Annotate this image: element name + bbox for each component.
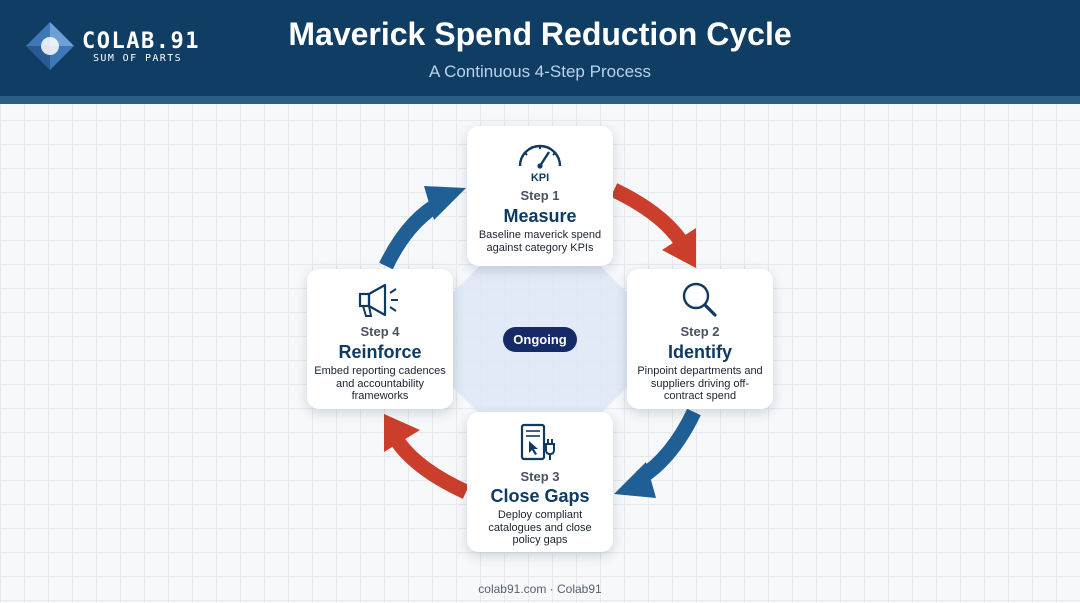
catalogue-plug-icon: [467, 422, 613, 462]
megaphone-icon: [307, 279, 453, 319]
kpi-gauge-icon: KPI: [467, 138, 613, 182]
step-description: Deploy compliant catalogues and close po…: [488, 509, 592, 546]
arrow-reinforce-to-measure: [379, 186, 466, 270]
brand-logo: COLAB.91 SUM OF PARTS: [24, 20, 204, 72]
step-title: Measure: [503, 206, 577, 226]
logo-name: COLAB.91: [82, 29, 200, 54]
step-card-reinforce: Step 4 Reinforce Embed reporting cadence…: [307, 269, 453, 409]
step-card-identify: Step 2 Identify Pinpoint departments and…: [627, 269, 773, 409]
magnifier-icon: [627, 279, 773, 319]
step-number: Step 1: [520, 188, 560, 203]
arrow-identify-to-close-gaps: [614, 408, 701, 498]
header-divider: [0, 96, 1080, 104]
footer-credit: colab91.com · Colab91: [478, 582, 602, 596]
step-title: Identify: [667, 342, 732, 362]
logo-mark-icon: [26, 22, 74, 70]
ongoing-badge: Ongoing: [503, 327, 577, 352]
step-number: Step 2: [680, 324, 720, 339]
page-title: Maverick Spend Reduction Cycle: [288, 16, 792, 52]
step-number: Step 3: [520, 469, 560, 484]
step-card-measure: KPI Step 1 Measure Baseline maverick spe…: [467, 126, 613, 266]
step-description: Baseline maverick spend against category…: [478, 229, 602, 254]
step-card-close-gaps: Step 3 Close Gaps Deploy compliant catal…: [467, 412, 613, 552]
arrow-close-gaps-to-reinforce: [384, 414, 470, 499]
step-title: Close Gaps: [490, 486, 590, 506]
svg-text:KPI: KPI: [531, 172, 549, 182]
step-description: Pinpoint departments and suppliers drivi…: [637, 365, 763, 402]
header-bar: COLAB.91 SUM OF PARTS Maverick Spend Red…: [0, 0, 1080, 96]
step-number: Step 4: [360, 324, 400, 339]
step-title: Reinforce: [338, 342, 422, 362]
page-subtitle: A Continuous 4-Step Process: [428, 62, 652, 81]
step-description: Embed reporting cadences and accountabil…: [314, 365, 446, 402]
logo-tagline: SUM OF PARTS: [93, 53, 183, 64]
arrow-measure-to-identify: [610, 183, 696, 268]
